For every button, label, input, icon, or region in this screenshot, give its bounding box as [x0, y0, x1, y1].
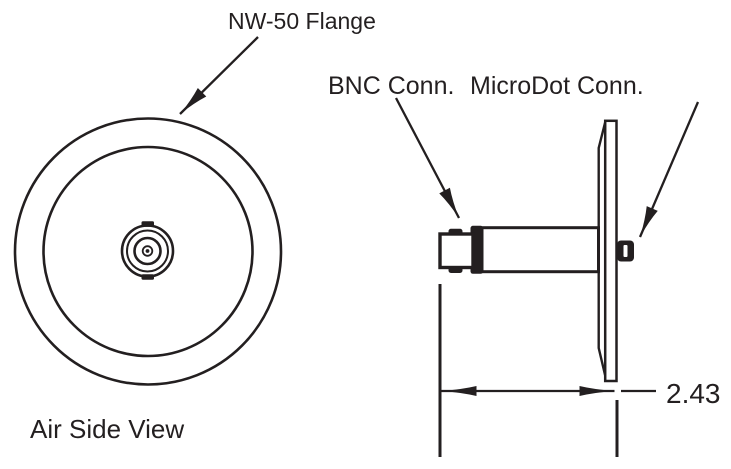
flange-disc [603, 119, 618, 383]
bnc-label: BNC Conn. [328, 72, 454, 100]
flange-label: NW-50 Flange [228, 8, 376, 34]
microdot-connector-slot [623, 245, 628, 257]
bnc-bayonet-lug-bottom [141, 274, 154, 280]
bnc-bayonet-lug-top [141, 221, 154, 227]
flange-inner-edge-circle [42, 145, 254, 358]
flange-outer-edge-circle [13, 117, 283, 386]
bnc-center-pin-dot [145, 249, 150, 253]
dimension-value: 2.43 [666, 378, 721, 409]
microdot-leader-arrow [638, 101, 700, 238]
length-dimension: 2.43 [438, 284, 721, 457]
flange-chamfer-edge [597, 121, 607, 376]
bnc-connector-front-view [120, 221, 175, 280]
side-view [438, 119, 634, 383]
bnc-coupling-ring-inner [126, 229, 169, 273]
microdot-label: MicroDot Conn. [470, 72, 644, 100]
flange-leader-arrow [179, 36, 259, 115]
front-view: Air Side View [13, 117, 283, 444]
bnc-center-socket-circle [141, 245, 154, 257]
front-view-caption: Air Side View [30, 414, 184, 444]
callouts: NW-50 Flange BNC Conn. MicroDot Conn. [179, 8, 700, 238]
bnc-bayonet-stud-bottom [448, 267, 463, 273]
bnc-shell-circle [133, 236, 162, 266]
bnc-bayonet-stud-top [448, 228, 463, 235]
feedthrough-tube-body [480, 226, 600, 274]
bnc-coupling-nut [438, 232, 475, 270]
bnc-leader-arrow [394, 97, 461, 219]
